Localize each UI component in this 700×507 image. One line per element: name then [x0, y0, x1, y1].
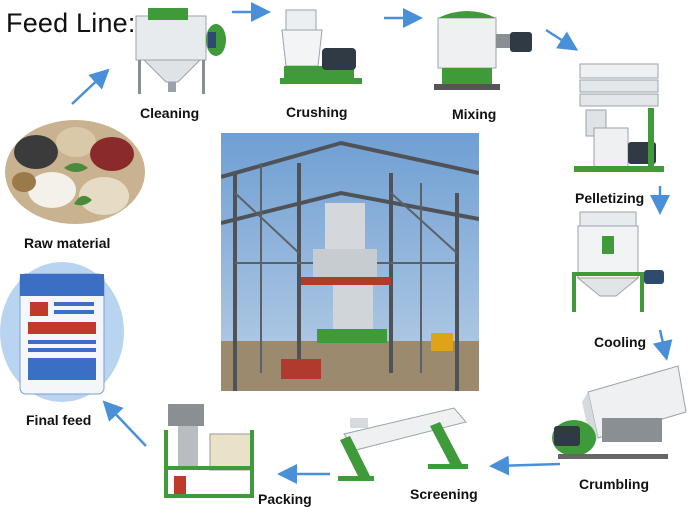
crushing-machine-image [280, 9, 362, 84]
pelletizing-machine-image [574, 63, 664, 172]
stage-label-screening: Screening [410, 486, 478, 502]
screening-machine-image [338, 407, 468, 481]
mixing-machine-image [434, 11, 532, 90]
final-feed-bag-image [0, 262, 124, 402]
crumbling-machine-image [552, 365, 687, 459]
stage-label-packing: Packing [258, 491, 312, 507]
stage-label-cleaning: Cleaning [140, 105, 200, 121]
stage-label-pelletizing: Pelletizing [575, 190, 645, 206]
arrow-packing-to-final [102, 400, 147, 447]
construction-site-photo [221, 133, 479, 391]
stage-label-mixing: Mixing [452, 106, 497, 122]
page-title: Feed Line: [6, 8, 136, 38]
stage-label-raw-material: Raw material [24, 235, 111, 251]
cooling-machine-image [572, 211, 664, 312]
packing-machine-image [164, 404, 254, 498]
stage-label-cooling: Cooling [594, 334, 647, 350]
arrow-cooling-to-crumbling [652, 329, 673, 361]
raw-material-image [5, 120, 145, 224]
stage-label-crushing: Crushing [286, 104, 348, 120]
arrow-mixing-to-pelletizing [545, 28, 579, 51]
stage-label-final-feed: Final feed [26, 412, 92, 428]
stage-label-crumbling: Crumbling [579, 476, 649, 492]
cleaning-machine-image [135, 8, 226, 94]
arrow-raw-to-cleaning [71, 68, 110, 105]
